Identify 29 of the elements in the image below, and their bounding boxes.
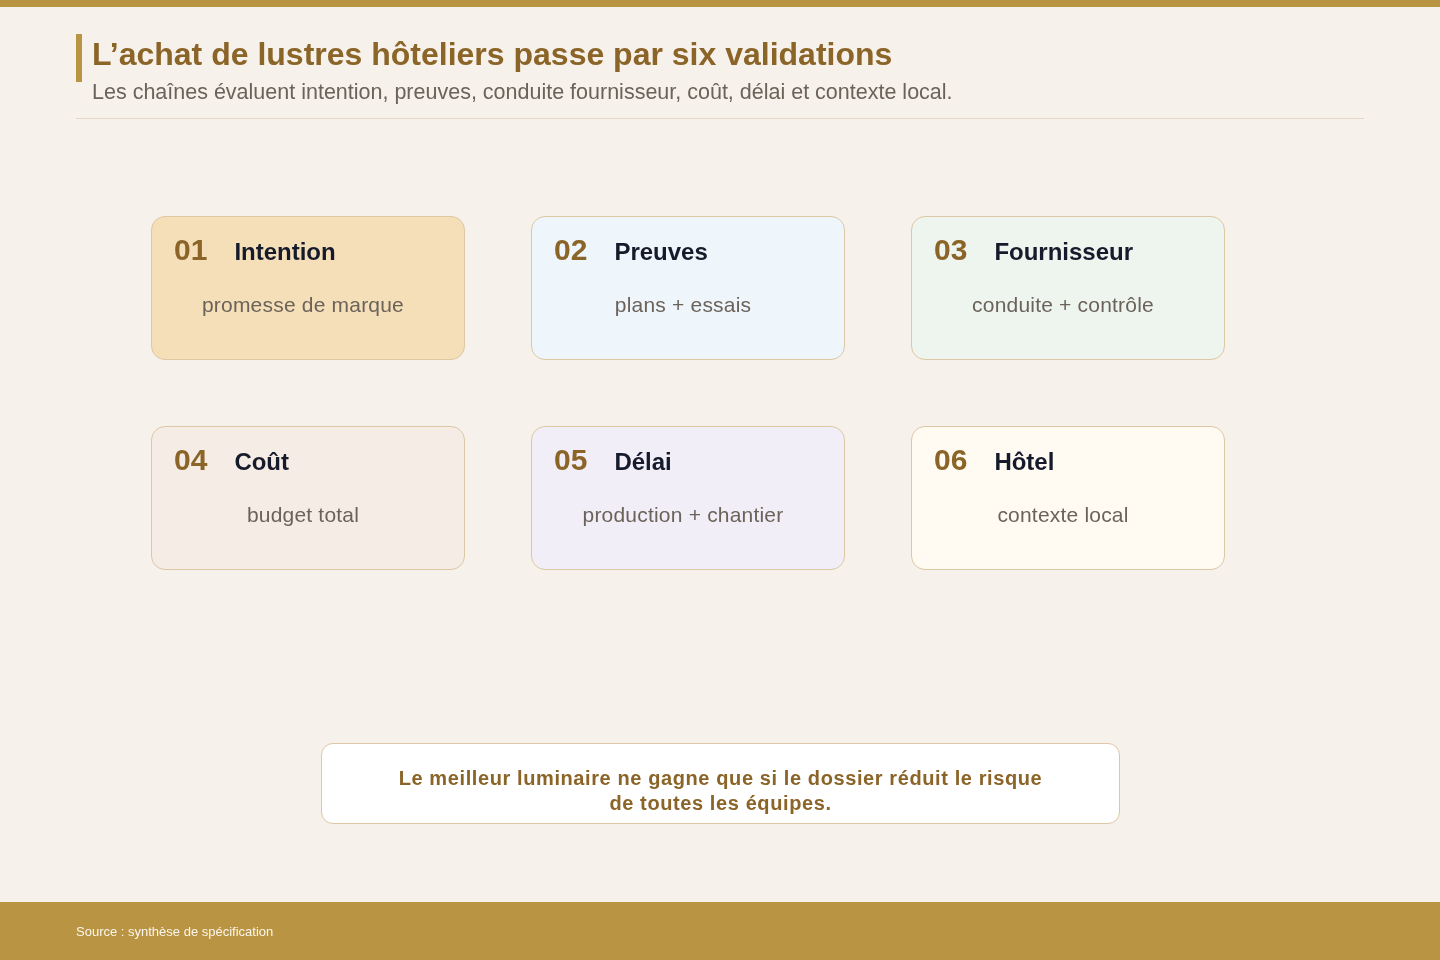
step-number: 06 [934, 442, 968, 478]
step-card [531, 216, 845, 360]
card-description: plans + essais [614, 293, 752, 317]
note-text: Le meilleur luminaire ne gagne que si le dossier réduit le risque de toutes les équipes. [397, 765, 1044, 816]
card-title: Coût [234, 447, 290, 477]
card-title: Hôtel [994, 447, 1055, 477]
card-description: promesse de marque [201, 293, 404, 317]
card-title: Fournisseur [994, 237, 1134, 267]
page-subtitle: Les chaînes évaluent intention, preuves, conduite fournisseur, coût, délai et contexte local. [92, 79, 953, 105]
step-card [151, 426, 465, 570]
step-card [911, 216, 1225, 360]
card-title: Intention [234, 237, 336, 267]
card-title: Preuves [614, 237, 708, 267]
step-number: 02 [554, 232, 588, 268]
card-description: contexte local [997, 503, 1129, 527]
card-description: conduite + contrôle [972, 293, 1154, 317]
step-card [531, 426, 845, 570]
source-note: Source : synthèse de spécification [76, 924, 274, 940]
card-description: budget total [246, 503, 360, 527]
step-number: 04 [174, 442, 208, 478]
card-title: Délai [614, 447, 672, 477]
card-description: production + chantier [582, 503, 784, 527]
step-card [151, 216, 465, 360]
step-card [911, 426, 1225, 570]
note-box [321, 743, 1120, 824]
page-title: L’achat de lustres hôteliers passe par six validations [92, 35, 893, 74]
step-number: 05 [554, 442, 588, 478]
step-number: 01 [174, 232, 208, 268]
step-number: 03 [934, 232, 968, 268]
